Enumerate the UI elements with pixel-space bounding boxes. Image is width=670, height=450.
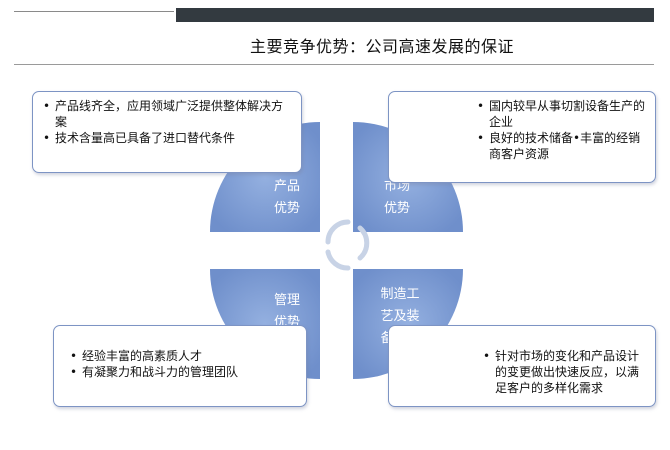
list-item: 针对市场的变化和产品设计的变更做出快速反应，以满足客户的多样化需求 bbox=[481, 348, 645, 396]
list-item: 技术含量高已具备了进口替代条件 bbox=[41, 130, 291, 146]
box-product-advantage: 产品线齐全，应用领域广泛提供整体解决方案 技术含量高已具备了进口替代条件 bbox=[32, 91, 302, 173]
quadrant-label-top-left: 产品 优势 bbox=[273, 179, 300, 216]
title-bar bbox=[176, 8, 654, 22]
center-cycle-icon bbox=[325, 219, 370, 271]
box-management-advantage: 经验丰富的高素质人才 有凝聚力和战斗力的管理团队 bbox=[53, 325, 307, 407]
list-item: 有凝聚力和战斗力的管理团队 bbox=[68, 364, 296, 380]
list-item: 良好的技术储备•丰富的经销商客户资源 bbox=[475, 130, 645, 162]
box-market-advantage: 国内较早从事切割设备生产的企业 良好的技术储备•丰富的经销商客户资源 bbox=[388, 91, 656, 183]
list-item: 经验丰富的高素质人才 bbox=[68, 348, 296, 364]
title-underline bbox=[14, 64, 654, 65]
top-thin-rule bbox=[14, 11, 174, 12]
list-item: 产品线齐全，应用领域广泛提供整体解决方案 bbox=[41, 98, 291, 130]
list-item: 国内较早从事切割设备生产的企业 bbox=[475, 98, 645, 130]
quadrant-bottom-right bbox=[353, 269, 463, 379]
page-title: 主要竞争优势：公司高速发展的保证 bbox=[250, 37, 515, 56]
box-manufacturing-advantage: 针对市场的变化和产品设计的变更做出快速反应，以满足客户的多样化需求 bbox=[388, 325, 656, 407]
